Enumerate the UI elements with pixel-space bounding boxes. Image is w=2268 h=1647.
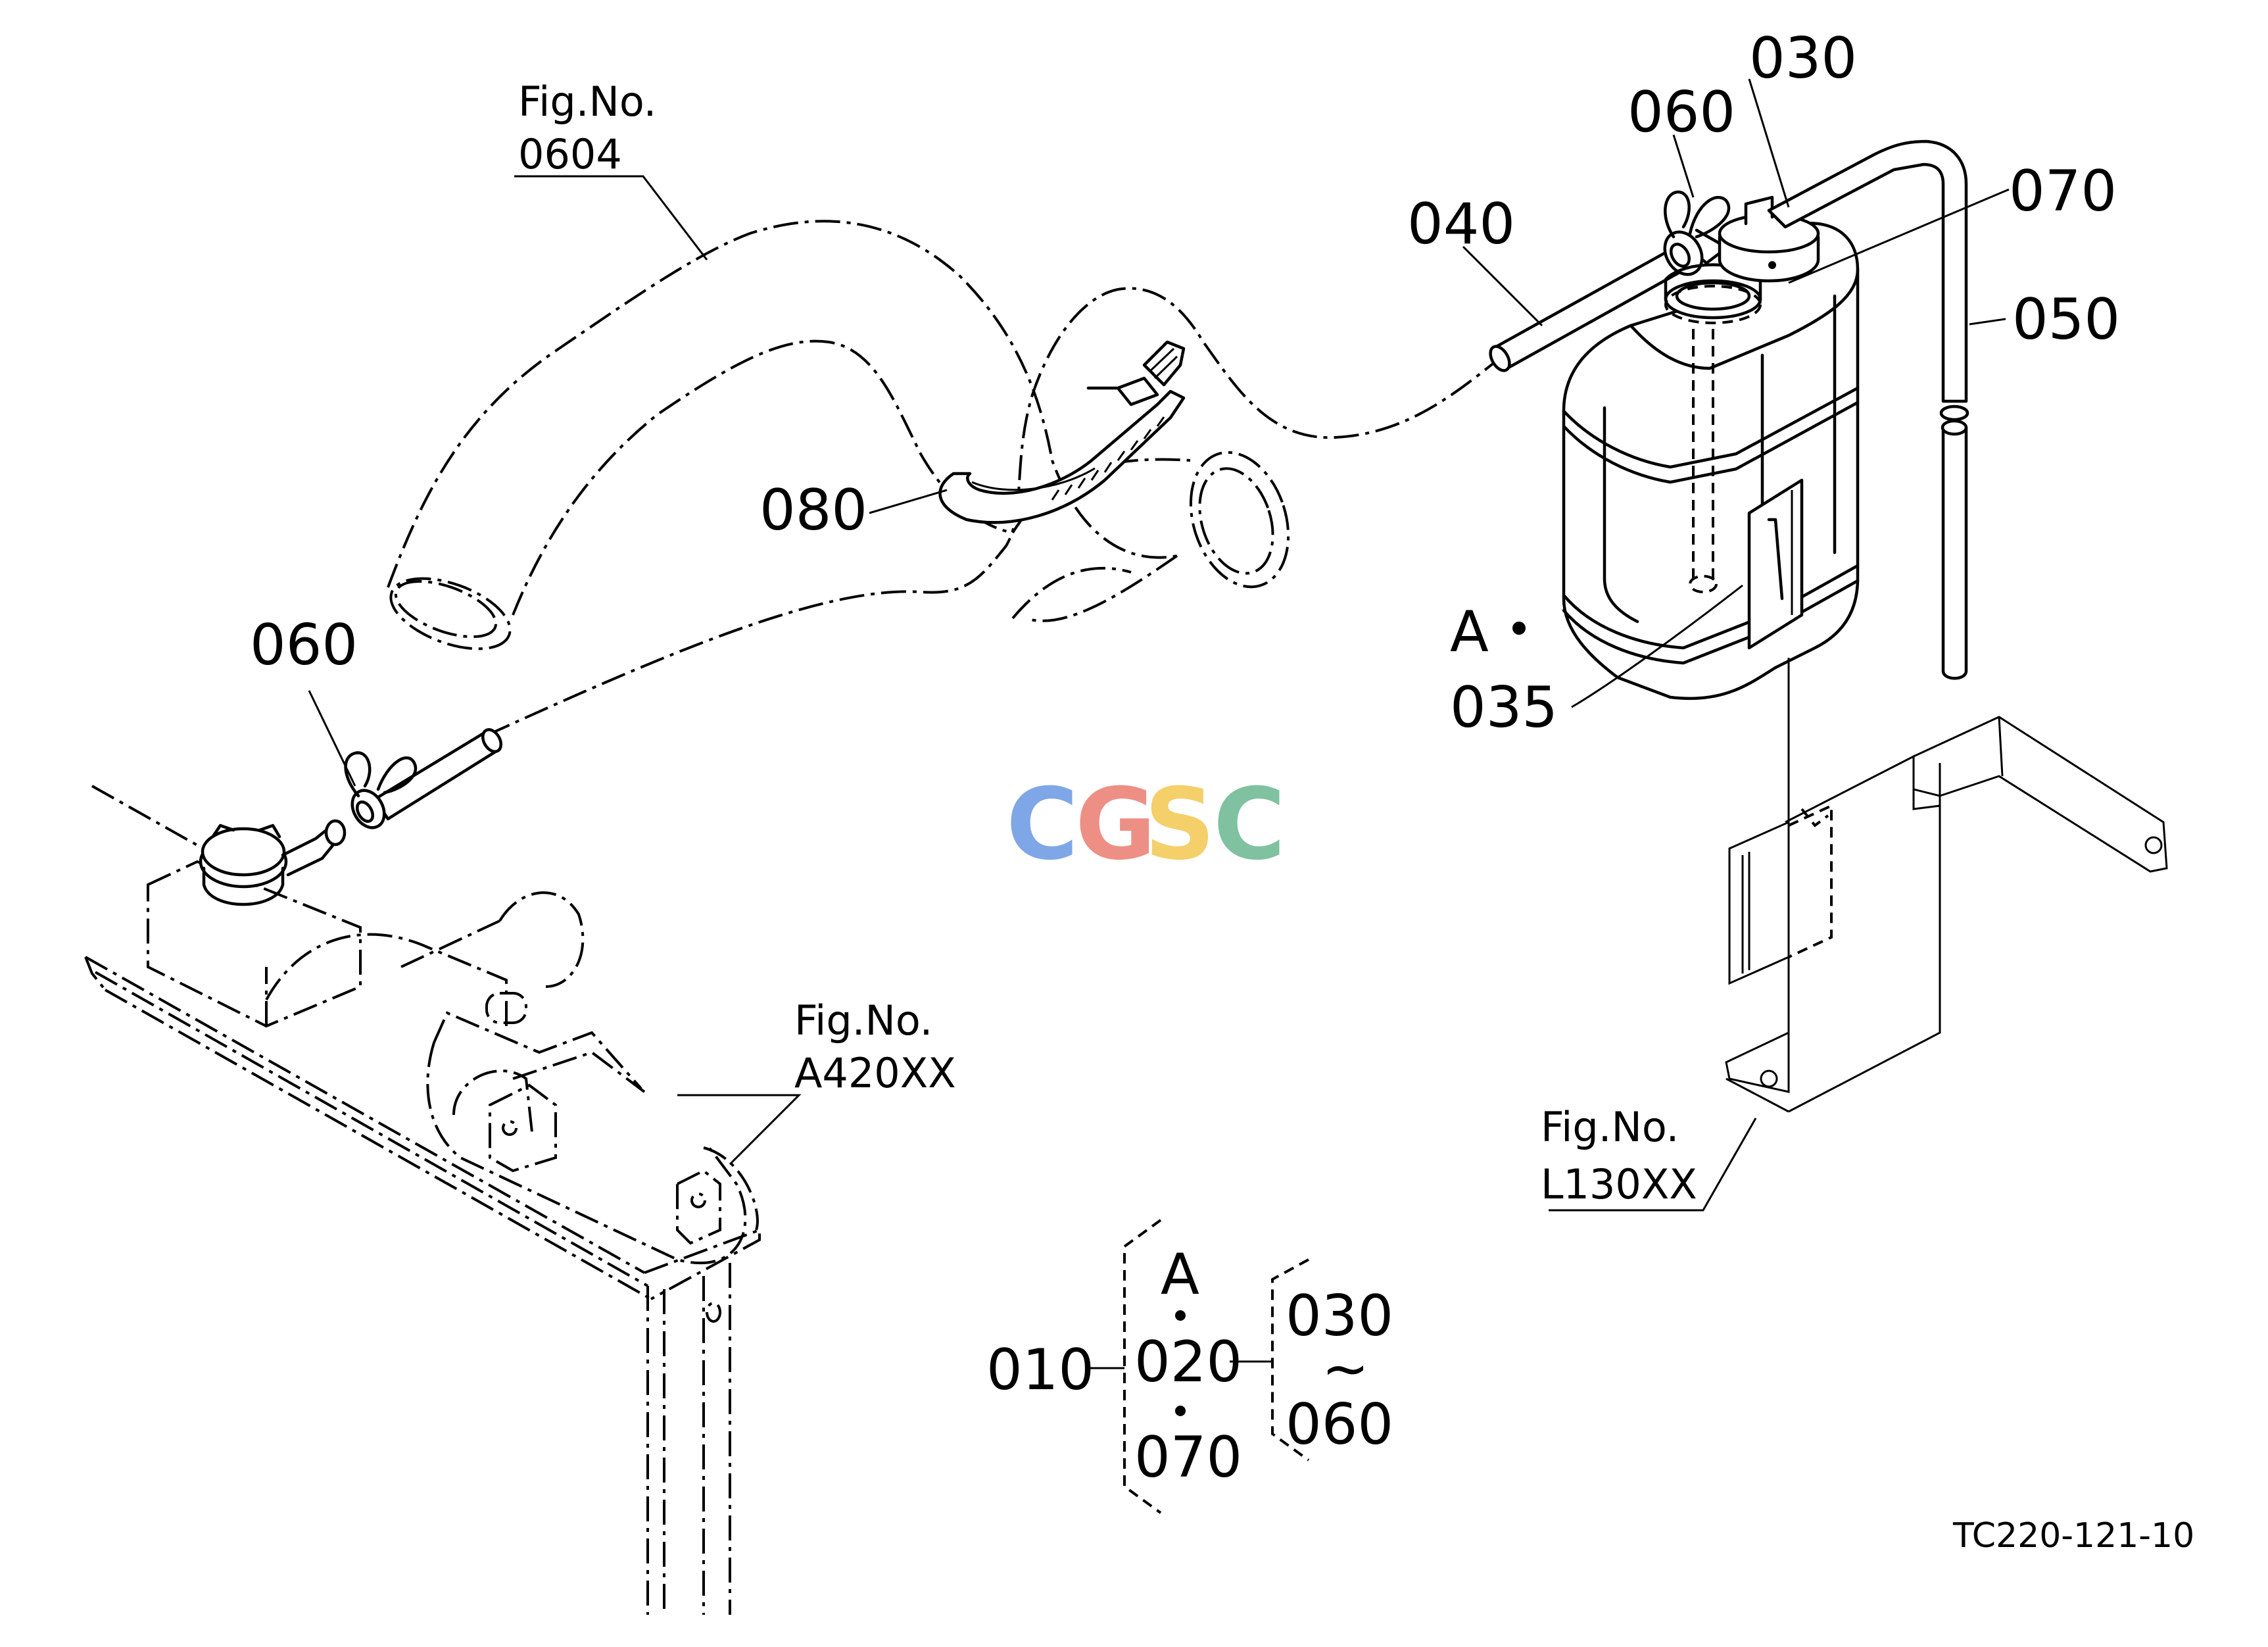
fig-ref-L130XX-line1: Fig.No.: [1541, 1103, 1679, 1151]
part-label-035: 035: [1450, 675, 1558, 741]
assembly-group-item-1: A: [1161, 1242, 1199, 1308]
overflow-tube-phantom: [486, 287, 1501, 737]
part-label-060-top: 060: [1628, 80, 1735, 145]
hose-050: [1941, 419, 1968, 680]
part-label-050: 050: [2012, 287, 2120, 353]
fig-ref-A420XX-line1: Fig.No.: [794, 996, 932, 1045]
bracket-phantom: [1725, 658, 2168, 1113]
part-label-040: 040: [1407, 191, 1515, 257]
part-label-060-left: 060: [250, 612, 358, 678]
assembly-group-item-3: 070: [1134, 1425, 1242, 1490]
part-label-070: 070: [2009, 159, 2117, 224]
radiator-filler-neck: [199, 819, 347, 906]
hose-clip-060-top: [1663, 190, 1731, 276]
range-separator: ~: [1322, 1336, 1369, 1402]
fig-ref-0604-line2: 0604: [518, 130, 622, 178]
part-label-A: A: [1450, 599, 1489, 665]
hose-left-short: [373, 728, 502, 821]
watermark-letter-2: G: [1075, 768, 1156, 882]
fig-ref-A420XX-line2: A420XX: [794, 1049, 956, 1097]
drawing-code: TC220-121-10: [1952, 1516, 2194, 1556]
part-label-030: 030: [1749, 26, 1857, 91]
reserve-tank: [1562, 222, 1860, 701]
assembly-number: 010: [986, 1337, 1094, 1403]
watermark-letter-4: C: [1213, 768, 1286, 882]
leader-lines: [308, 78, 2010, 1212]
fig-ref-L130XX-line2: L130XX: [1541, 1160, 1697, 1208]
part-label-080: 080: [760, 478, 867, 543]
watermark-letter-3: S: [1144, 768, 1215, 882]
fig-ref-0604-line1: Fig.No.: [518, 78, 656, 126]
range-start: 030: [1286, 1283, 1393, 1349]
range-end: 060: [1286, 1392, 1393, 1458]
watermark-logo: C G S C: [1006, 768, 1286, 882]
upper-hose-phantom: [387, 220, 1290, 651]
tank-cap-030: [1695, 195, 1820, 283]
assembly-key: 010 A 020 070 030 ~ 060: [986, 1219, 1393, 1514]
cable-tie-080: [938, 340, 1186, 524]
assembly-group-item-2: 020: [1134, 1329, 1242, 1395]
radiator-phantom: [84, 785, 761, 1615]
hose-clip-060-left: [344, 751, 418, 829]
watermark-letter-1: C: [1006, 768, 1078, 882]
